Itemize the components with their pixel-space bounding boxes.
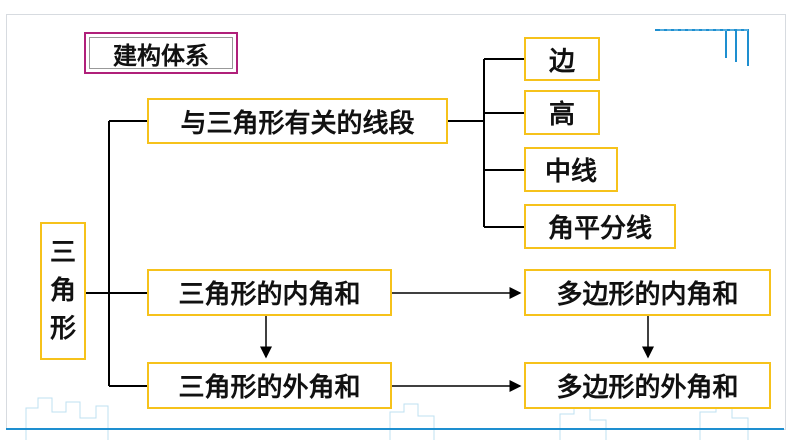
page-title: 建构体系 <box>89 37 233 70</box>
node-polygon-interior-angles: 多边形的内角和 <box>524 269 771 316</box>
node-altitude: 高 <box>524 90 600 135</box>
root-node: 三 角 形 <box>40 222 86 360</box>
node-median: 中线 <box>524 147 618 192</box>
title-box: 建构体系 <box>84 32 238 74</box>
node-side: 边 <box>524 37 600 81</box>
node-triangle-exterior-angles: 三角形的外角和 <box>147 362 392 409</box>
root-char-3: 形 <box>49 314 76 344</box>
root-char-1: 三 <box>49 238 76 268</box>
node-polygon-exterior-angles: 多边形的外角和 <box>524 362 771 409</box>
node-segments: 与三角形有关的线段 <box>147 98 448 144</box>
node-angle-bisector: 角平分线 <box>524 204 676 249</box>
root-char-2: 角 <box>49 276 76 306</box>
node-triangle-interior-angles: 三角形的内角和 <box>147 269 392 316</box>
